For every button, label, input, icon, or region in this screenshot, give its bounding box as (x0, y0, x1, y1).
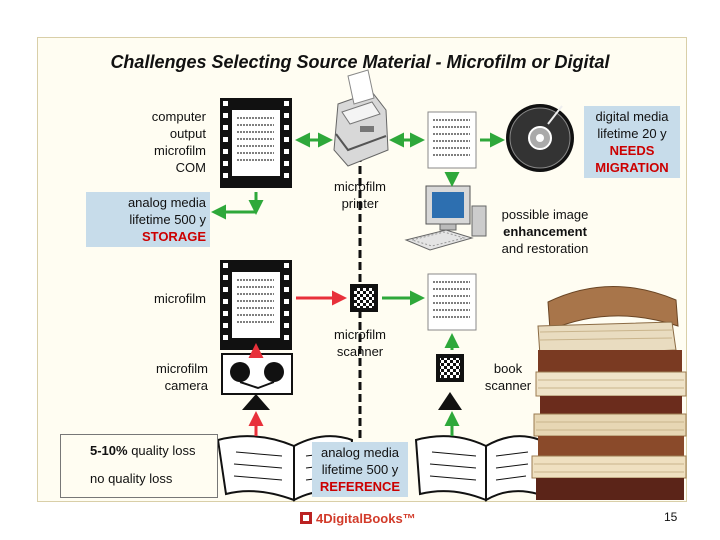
slide-title: Challenges Selecting Source Material - M… (110, 52, 610, 72)
footer-logo: 4DigitalBooks™ (316, 511, 416, 526)
legend-red-percent: 5-10% (90, 443, 128, 458)
microfilm-printer-label: microfilm printer (322, 178, 398, 212)
analog-storage-line-1: analog media (127, 195, 206, 210)
analog-reference-box: analog media lifetime 500 y REFERENCE (312, 442, 408, 497)
enhancement-line-3: and restoration (501, 241, 589, 256)
cd-icon (506, 104, 574, 172)
film-strip-microfilm (220, 260, 292, 350)
com-label: computer output microfilm COM (118, 108, 206, 176)
legend-green-label: no quality loss (90, 471, 173, 486)
digital-document-top (427, 111, 477, 169)
analog-storage-box: analog media lifetime 500 y STORAGE (86, 192, 210, 247)
digital-media-line-3: NEEDS (609, 143, 655, 158)
analog-storage-line-3: STORAGE (141, 229, 206, 244)
film-strip-com (220, 98, 292, 188)
microfilm-scanner-label: microfilm scanner (322, 326, 398, 360)
page-number: 15 (664, 510, 678, 524)
analog-reference-line-2: lifetime 500 y (321, 462, 399, 477)
microfilm-scanner-line-2: scanner (336, 344, 384, 359)
enhancement-line-1: possible image (501, 207, 589, 222)
microfilm-camera-icon (221, 353, 293, 410)
footer-logo-mark (300, 512, 312, 524)
analog-storage-line-2: lifetime 500 y (129, 212, 206, 227)
microfilm-scanner-icon (350, 284, 378, 312)
digital-media-line-2: lifetime 20 y (597, 126, 667, 141)
microfilm-camera-line-1: microfilm (156, 361, 208, 376)
arrow-com-to-analog (211, 192, 264, 220)
microfilm-camera-line-2: camera (164, 378, 208, 393)
open-book-right (414, 435, 542, 502)
book-scanner-icon (436, 354, 464, 410)
printer-icon (333, 69, 389, 167)
digital-media-line-4: MIGRATION (595, 160, 669, 175)
book-scanner-label: book scanner (476, 360, 540, 394)
legend (60, 434, 218, 498)
analog-reference-line-3: REFERENCE (319, 479, 401, 494)
microfilm-scanner-line-1: microfilm (334, 327, 386, 342)
microfilm-printer-line-2: printer (341, 196, 379, 211)
microfilm-printer-line-1: microfilm (334, 179, 386, 194)
book-stack-image (531, 286, 687, 500)
microfilm-camera-label: microfilm camera (118, 360, 208, 394)
enhancement-line-2: enhancement (503, 224, 587, 239)
book-scanner-line-2: scanner (484, 378, 532, 393)
legend-red-text: quality loss (127, 443, 196, 458)
computer-icon (404, 185, 487, 251)
digital-document-middle (427, 273, 477, 331)
com-line-4: COM (175, 160, 206, 175)
digital-media-box: digital media lifetime 20 y NEEDS MIGRAT… (584, 106, 680, 178)
microfilm-label: microfilm (154, 291, 206, 306)
analog-reference-line-1: analog media (320, 445, 400, 460)
digital-media-line-1: digital media (595, 109, 669, 124)
book-scanner-line-1: book (493, 361, 523, 376)
legend-red-label: 5-10% quality loss (90, 443, 196, 458)
com-line-2: output (169, 126, 206, 141)
enhancement-label: possible image enhancement and restorati… (492, 206, 598, 257)
com-line-1: computer (151, 109, 206, 124)
com-line-3: microfilm (154, 143, 206, 158)
